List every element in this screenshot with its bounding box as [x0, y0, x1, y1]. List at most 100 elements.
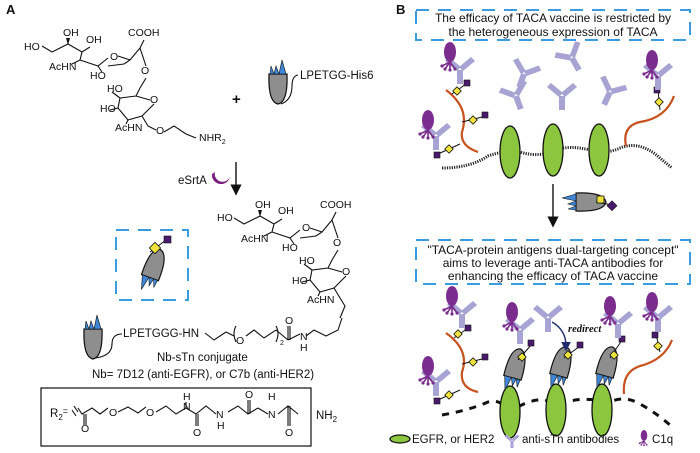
- atom-oh: OH: [86, 34, 102, 46]
- free-antibody: [533, 305, 563, 332]
- atom-oh: OH: [278, 205, 294, 217]
- nanobody-icon: [136, 245, 170, 295]
- free-antibody: [590, 73, 630, 112]
- atom-ho: HO: [24, 41, 40, 53]
- nb-stn-icon-box: [115, 229, 189, 301]
- galnac-icon: [148, 241, 162, 255]
- nb-stn-conjugate: LPETGGG-HN O 2 O N H: [83, 314, 343, 360]
- atom-n: N: [300, 331, 308, 343]
- nanobody-icon: [545, 343, 576, 393]
- c1q-icon: [641, 291, 660, 323]
- cell-membrane: [441, 144, 673, 170]
- c1q-icon: [599, 295, 618, 327]
- atom-achn: AcHN: [115, 122, 142, 134]
- nanobody-tether: [280, 74, 299, 105]
- atom-h: H: [217, 420, 225, 432]
- atom-ho: HO: [100, 103, 116, 115]
- mucin-chain: [622, 339, 674, 395]
- atom-ho: HO: [107, 83, 123, 95]
- bottom-statement-box: [415, 239, 691, 285]
- atom-oh: OH: [63, 27, 79, 39]
- top-statement-line-1: The efficacy of TACA vaccine is restrict…: [435, 11, 671, 25]
- atom-o: O: [236, 335, 244, 347]
- c1q-icon: [417, 355, 436, 387]
- atom-o: O: [146, 407, 154, 419]
- top-statement-box: [415, 9, 691, 41]
- egfr-ellipse-icon: [389, 434, 411, 444]
- atom-o: O: [110, 51, 118, 63]
- legend-label-c1q: C1q: [652, 434, 673, 446]
- legend-label-antibody: anti-sTn antibodies: [522, 434, 619, 446]
- c1q-icon: [638, 429, 649, 447]
- atom-o: O: [156, 125, 164, 137]
- atom-oh: OH: [255, 199, 271, 211]
- legend: EGFR, or HER2 anti-sTn antibodies C1q: [389, 429, 673, 448]
- enzyme-label: eSrtA: [178, 175, 207, 187]
- atom-o: O: [109, 407, 117, 419]
- nanobody-icon: [591, 343, 622, 393]
- panel-b-label: B: [396, 2, 405, 17]
- atom-n: N: [268, 409, 276, 421]
- repeat-subscript: 2: [280, 340, 284, 347]
- atom-ho: HO: [282, 242, 298, 254]
- plus-sign: +: [232, 91, 241, 108]
- egfr-receptor: [591, 383, 613, 437]
- nanobody-reactant: LPETGG-His6: [268, 59, 374, 105]
- atom-cooh: COOH: [320, 199, 352, 211]
- bottom-statement-line-2: aims to leverage anti-TACA antibodies fo…: [443, 256, 664, 270]
- legend-label-egfr: EGFR, or HER2: [412, 434, 494, 446]
- glycan: [433, 324, 663, 405]
- r2-label: R2=: [50, 406, 68, 422]
- atom-ho: HO: [292, 275, 308, 287]
- bottom-statement-line-1: "TACA-protein antigens dual-targeting co…: [427, 243, 678, 257]
- redirect-label: redirect: [568, 324, 602, 335]
- conjugate-name: Nb-sTn conjugate: [157, 352, 248, 364]
- c1q-icon: [441, 285, 460, 317]
- atom-n: N: [183, 401, 191, 413]
- atom-cooh: COOH: [128, 27, 160, 39]
- bottom-cell-scene: redirect: [417, 285, 674, 439]
- c1q-icon: [417, 109, 436, 141]
- atom-n: N: [216, 409, 224, 421]
- dashed-box: [115, 229, 189, 301]
- egfr-receptor: [542, 123, 564, 177]
- galnac-icon: [596, 195, 605, 204]
- r2-box-frame: [40, 387, 312, 447]
- egfr-receptor: [588, 123, 610, 177]
- mucin-chain: [445, 332, 479, 394]
- atom-h: H: [300, 342, 308, 354]
- atom-o: O: [81, 423, 89, 435]
- nanobody-tag-label: LPETGG-His6: [300, 70, 374, 82]
- egfr-receptor: [499, 385, 521, 439]
- free-antibody: [552, 39, 592, 78]
- r2-definition-box: R2= O O O H N O N H O H N O: [40, 387, 312, 447]
- nanobody-icon: [268, 59, 288, 105]
- c1q-icon: [501, 301, 520, 333]
- atom-h: H: [183, 391, 191, 403]
- atom-o: O: [150, 94, 158, 106]
- redirect-arrow: [551, 321, 571, 352]
- atom-o: O: [333, 237, 341, 249]
- c1q-icon: [439, 41, 458, 73]
- atom-ho: HO: [299, 255, 315, 267]
- enzyme-icon: [211, 172, 230, 185]
- atom-achn: AcHN: [49, 61, 76, 73]
- top-statement-line-2: the heterogeneous expression of TACA: [448, 25, 657, 39]
- mucin-chain: [445, 89, 479, 154]
- atom-achn: AcHN: [307, 294, 334, 306]
- atom-nhr2: NHR2: [199, 132, 226, 146]
- atom-o: O: [245, 389, 253, 401]
- atom-o: O: [141, 65, 149, 77]
- sialic-acid-icon: [163, 235, 172, 244]
- top-cell-scene: [417, 39, 676, 179]
- free-antibody: [547, 83, 577, 110]
- atom-o: O: [285, 427, 293, 439]
- nanobody-tether: [94, 333, 123, 359]
- panel-a-label: A: [6, 2, 16, 17]
- reactant-stn-structure: HO OH OH COOH AcHN HO O O HO HO O AcHN O…: [24, 27, 226, 146]
- mucin-chain: [624, 95, 676, 147]
- atom-o: O: [193, 427, 201, 439]
- egfr-receptor: [499, 125, 521, 179]
- atom-o: O: [342, 266, 350, 278]
